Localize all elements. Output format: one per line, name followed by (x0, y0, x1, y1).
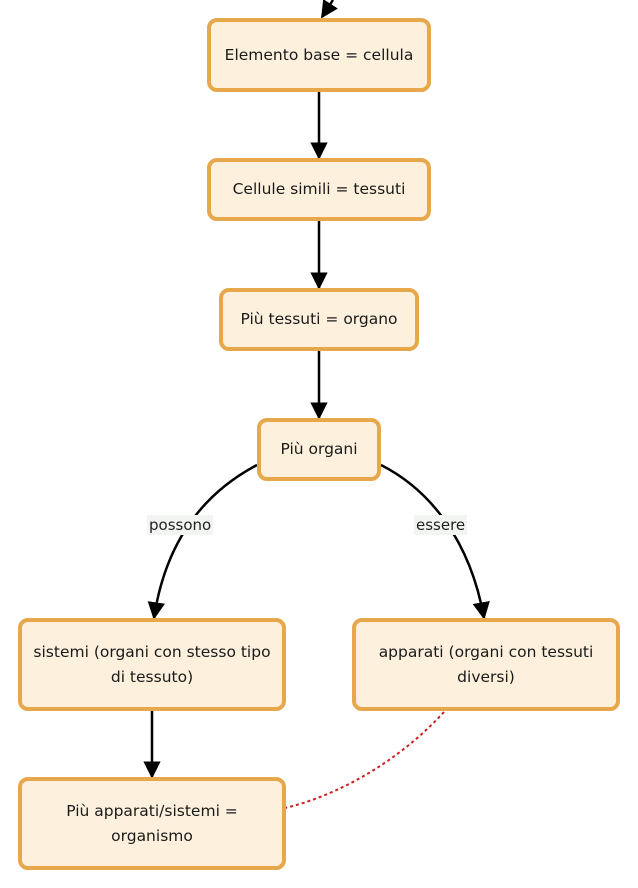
node-organi: Più organi (257, 418, 381, 481)
node-organismo-label: Più apparati/sistemi = organismo (66, 801, 238, 845)
node-apparati-label: apparati (organi con tessuti diversi) (378, 642, 594, 686)
arrow-organi-to-apparati (380, 463, 490, 620)
edge-label-possono: possono (147, 515, 214, 535)
node-organi-label: Più organi (280, 440, 358, 458)
dashed-link-apparati-organismo (284, 711, 445, 809)
arrow-organi-to-sistemi (147, 463, 258, 620)
node-sistemi-label: sistemi (organi con stesso tipo di tessu… (33, 642, 271, 686)
node-apparati: apparati (organi con tessuti diversi) (352, 618, 620, 711)
node-organo-label: Più tessuti = organo (240, 310, 398, 328)
node-tessuti-label: Cellule simili = tessuti (232, 180, 406, 198)
incoming-arrow (320, 0, 338, 19)
node-cellula-label: Elemento base = cellula (224, 45, 414, 64)
node-tessuti: Cellule simili = tessuti (207, 158, 431, 221)
node-sistemi: sistemi (organi con stesso tipo di tessu… (18, 618, 286, 711)
edge-label-essere: essere (414, 515, 468, 535)
node-organismo: Più apparati/sistemi = organismo (18, 777, 286, 870)
node-cellula: Elemento base = cellula (207, 18, 431, 92)
node-organo: Più tessuti = organo (219, 288, 419, 351)
